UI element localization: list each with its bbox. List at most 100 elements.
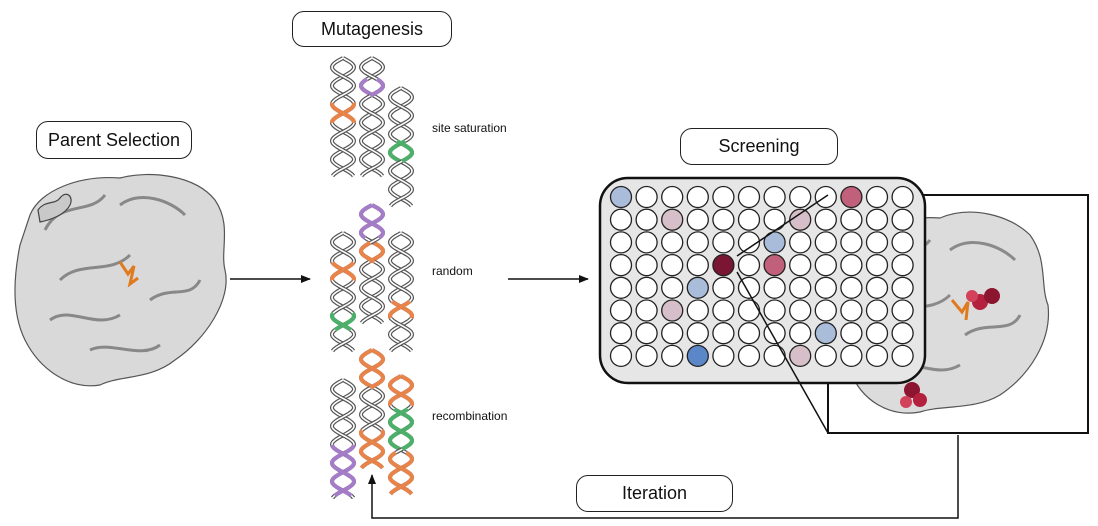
plate-well xyxy=(712,231,735,254)
plate-well xyxy=(763,208,786,231)
plate-well xyxy=(686,231,709,254)
plate-well xyxy=(609,253,633,277)
plate-well xyxy=(635,208,658,231)
plate-well xyxy=(737,185,761,209)
plate-well xyxy=(686,299,709,322)
plate-well xyxy=(609,344,633,368)
plate-well xyxy=(712,208,735,231)
plate-well xyxy=(763,276,786,299)
plate-well xyxy=(712,344,735,368)
plate-well xyxy=(840,299,863,322)
plate-well xyxy=(891,344,914,368)
plate-well xyxy=(686,344,709,368)
plate-well xyxy=(635,299,658,322)
plate-well xyxy=(865,299,889,322)
plate-well xyxy=(840,185,863,209)
plate-well xyxy=(814,299,837,322)
ligand-icon xyxy=(950,299,970,321)
plate-well xyxy=(840,322,863,345)
plate-well xyxy=(686,276,709,299)
plate-well xyxy=(635,253,658,277)
dna-mutation-segment xyxy=(369,77,385,98)
plate-well xyxy=(609,208,633,231)
plate-well xyxy=(635,276,658,299)
plate-well xyxy=(609,185,633,209)
plate-well xyxy=(789,276,812,299)
dna-mutation-segment xyxy=(333,311,356,332)
plate-well xyxy=(840,231,863,254)
plate-well xyxy=(789,253,812,277)
dna-mutation-segment xyxy=(330,261,356,282)
dna-mutation-segment xyxy=(330,444,356,498)
zoom-line-bottom xyxy=(736,271,829,434)
plate-well xyxy=(865,344,889,368)
plate-well xyxy=(712,253,735,277)
plate-well xyxy=(789,185,812,209)
plate-well xyxy=(635,231,658,254)
plate-well xyxy=(763,185,786,209)
plate-well xyxy=(686,253,709,277)
dna-mutation-segment xyxy=(359,241,376,264)
plate-well xyxy=(686,322,709,345)
plate-well xyxy=(686,208,709,231)
plate-well xyxy=(814,344,837,368)
plate-well xyxy=(712,185,735,209)
dna-mutation-segment xyxy=(359,429,385,470)
plate-well xyxy=(609,299,633,322)
dna-mutation-segment xyxy=(359,77,375,98)
plate-well xyxy=(661,231,684,254)
plate-well xyxy=(686,185,709,209)
plate-well xyxy=(891,276,914,299)
plate-well xyxy=(763,299,786,322)
plate-well xyxy=(814,322,837,345)
plate-well xyxy=(661,253,684,277)
plate-well xyxy=(840,253,863,277)
plate-well xyxy=(865,185,889,209)
plate-well xyxy=(865,208,889,231)
dna-mutation-segment xyxy=(359,203,385,240)
dna-mutation-segment xyxy=(359,348,385,390)
plate-well xyxy=(865,322,889,345)
plate-well xyxy=(661,276,684,299)
plate-well xyxy=(661,322,684,345)
plate-well xyxy=(737,208,761,231)
mutation-spheres xyxy=(900,288,1000,408)
plate-well xyxy=(814,276,837,299)
plate-well xyxy=(609,322,633,345)
plate-well xyxy=(763,253,786,277)
dna-mutation-segment xyxy=(388,299,412,319)
plate-well xyxy=(840,344,863,368)
plate-well xyxy=(635,185,658,209)
plate-well xyxy=(661,185,684,209)
plate-well xyxy=(737,231,761,254)
plate-well xyxy=(789,231,812,254)
dna-mutation-segment xyxy=(330,311,353,332)
plate-well xyxy=(712,276,735,299)
iteration-arrow xyxy=(368,435,959,519)
plate-well xyxy=(712,322,735,345)
dna-mutation-segment xyxy=(388,407,414,451)
plate-well xyxy=(814,208,837,231)
plate-well xyxy=(891,322,914,345)
dna-helices xyxy=(329,56,415,500)
plate-well xyxy=(763,344,786,368)
plate-well xyxy=(789,208,812,231)
dna-mutation-segment xyxy=(388,374,414,407)
plate-well xyxy=(737,253,761,277)
recombination-label: recombination xyxy=(432,409,508,423)
plate-well xyxy=(840,208,863,231)
plate-well xyxy=(661,299,684,322)
dna-mutation-segment xyxy=(388,374,414,407)
iteration-label: Iteration xyxy=(576,475,733,512)
screening-label: Screening xyxy=(680,128,838,165)
plate-well xyxy=(712,299,735,322)
plate-well xyxy=(891,231,914,254)
dna-mutation-segment xyxy=(330,261,356,282)
dna-mutation-segment xyxy=(359,203,385,240)
zoom-line-top xyxy=(736,194,829,257)
plate-well xyxy=(763,231,786,254)
plate-well xyxy=(814,231,837,254)
dna-mutation-segment xyxy=(395,139,414,163)
dna-mutation-segment xyxy=(368,241,385,264)
parent-protein-structure xyxy=(14,173,227,387)
